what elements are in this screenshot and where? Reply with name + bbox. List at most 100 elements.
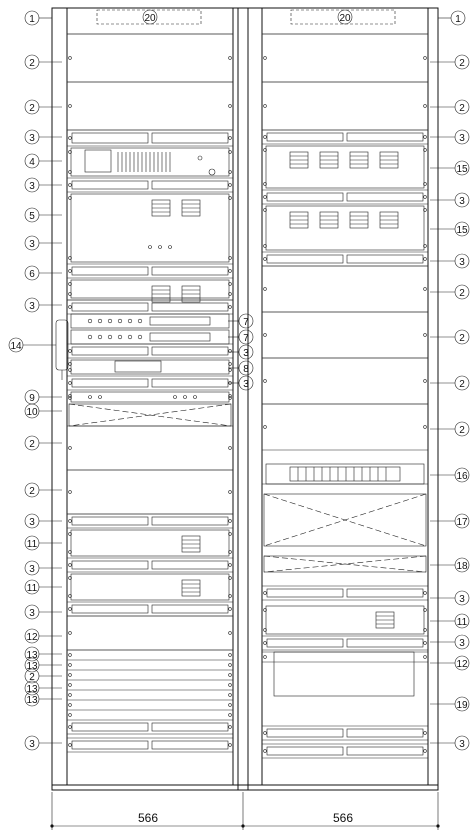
dim-tick-right: [436, 824, 440, 828]
router-15b: [265, 205, 425, 251]
mount-hole: [263, 244, 267, 248]
paging-button: [107, 318, 113, 324]
mount-hole: [263, 641, 267, 645]
blank-cross-b: [263, 555, 427, 573]
vent-panel: [71, 302, 149, 312]
mount-hole: [68, 394, 72, 398]
mount-hole: [423, 182, 427, 186]
vent-panel: [71, 560, 149, 570]
mount-hole: [228, 673, 232, 677]
mount-hole: [263, 379, 267, 383]
mount-hole: [228, 703, 232, 707]
mixer-display: [84, 149, 112, 173]
callout-number: 3: [29, 517, 35, 528]
mount-hole: [423, 749, 427, 753]
mount-hole: [263, 749, 267, 753]
power-sequencer: [70, 391, 230, 403]
vent-panel: [151, 740, 229, 750]
vent-panel: [346, 746, 424, 756]
vent-panel: [266, 132, 344, 142]
amplifier-11c: [265, 605, 425, 635]
callout-number: 14: [10, 341, 22, 352]
vent-panel: [71, 604, 149, 614]
mount-hole: [228, 490, 232, 494]
mount-hole: [423, 148, 427, 152]
mount-hole: [68, 56, 72, 60]
mount-hole: [263, 591, 267, 595]
vent-panel: [266, 192, 344, 202]
paging-button: [87, 334, 93, 340]
mount-hole: [423, 244, 427, 248]
callout-number: 9: [29, 393, 35, 404]
mount-hole: [228, 349, 232, 353]
callout-number: 2: [459, 379, 465, 390]
mount-hole: [228, 713, 232, 717]
amplifier-11b: [70, 573, 230, 601]
vent-panel: [266, 588, 344, 598]
callout-number: 13: [26, 650, 38, 661]
mount-hole: [68, 362, 72, 366]
right-cabinet-outline: [247, 7, 439, 791]
amplifier-5: [70, 193, 230, 263]
mount-hole: [68, 607, 72, 611]
dim-tick-left: [50, 824, 54, 828]
vent-panel: [71, 266, 149, 276]
paging-button: [117, 318, 123, 324]
vent-panel: [151, 604, 229, 614]
mount-hole: [423, 655, 427, 659]
paging-microphone: [55, 319, 69, 371]
amplifier-6: [70, 279, 230, 299]
vent-panel: [151, 516, 229, 526]
indicator: [148, 245, 152, 249]
vent-panel: [151, 560, 229, 570]
mount-hole: [68, 292, 72, 296]
callout-number: 1: [29, 14, 35, 25]
mount-hole: [228, 607, 232, 611]
left-width-dimension: 566: [138, 811, 158, 825]
vent-panel: [151, 722, 229, 732]
mount-hole: [263, 195, 267, 199]
mount-hole: [228, 196, 232, 200]
mount-hole: [68, 170, 72, 174]
mount-hole: [423, 135, 427, 139]
callout-number: 3: [459, 594, 465, 605]
mount-hole: [68, 183, 72, 187]
mount-hole: [423, 379, 427, 383]
callout-number: 5: [29, 211, 35, 222]
callout-number: 17: [456, 517, 468, 528]
mount-hole: [68, 550, 72, 554]
callout-number: 2: [29, 486, 35, 497]
paging-display: [149, 316, 211, 326]
mount-hole: [68, 368, 72, 372]
callout-number: 2: [459, 103, 465, 114]
vent-panel: [346, 132, 424, 142]
callout-number: 20: [144, 13, 156, 24]
mount-hole: [228, 563, 232, 567]
indicator: [193, 395, 197, 399]
callout-number: 2: [29, 439, 35, 450]
vent-panel: [266, 728, 344, 738]
tuner-unit: [70, 359, 230, 375]
callout-number: 3: [243, 379, 249, 390]
mount-hole: [68, 532, 72, 536]
vent-panel: [346, 588, 424, 598]
mount-hole: [68, 673, 72, 677]
vent-panel: [71, 346, 149, 356]
mount-hole: [68, 349, 72, 353]
callout-number: 11: [27, 539, 38, 550]
mount-hole: [68, 713, 72, 717]
mount-hole: [228, 725, 232, 729]
vent-panel: [346, 254, 424, 264]
vent-panel: [346, 638, 424, 648]
mount-hole: [68, 396, 72, 400]
mount-hole: [228, 362, 232, 366]
dim-tick-mid: [241, 824, 245, 828]
mount-hole: [228, 256, 232, 260]
mount-hole: [68, 519, 72, 523]
callout-number: 16: [456, 471, 468, 482]
indicator: [88, 395, 92, 399]
mount-hole: [423, 608, 427, 612]
paging-display: [149, 332, 211, 342]
